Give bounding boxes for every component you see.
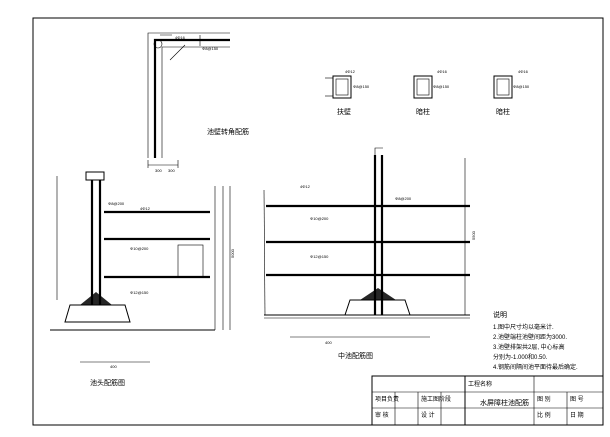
tb-cell: 审 核 — [375, 411, 389, 419]
drawing-name: 水屏障柱池配筋 — [480, 398, 529, 407]
rebar-label: 4Φ12 — [140, 206, 151, 211]
rebar-label: Φ8@200 — [395, 196, 412, 201]
section-name: 扶壁 — [337, 107, 351, 116]
pool-end-detail: 5000 400 Φ8@200 4Φ12 Φ10@200 Φ12@150 池头配… — [50, 171, 235, 387]
rebar-label: Φ10@200 — [310, 216, 329, 221]
dim-top-right: 300 — [168, 168, 175, 173]
column-sections: 4Φ12 Φ8@150 4Φ16 Φ8@150 4Φ16 Φ8@150 扶壁 暗… — [325, 69, 530, 116]
tb-right-label: 日 期 — [570, 411, 584, 419]
tb-right-label: 比 例 — [537, 411, 551, 419]
note-item: 3.池壁排架共2层, 中心标高 — [493, 343, 565, 351]
section-name: 暗柱 — [496, 107, 510, 116]
note-item: 2.池壁端柱池壁间距为3000. — [493, 333, 567, 341]
note-item: 分别为-1.000和0.50. — [493, 353, 548, 361]
corner-detail-caption: 池壁转角配筋 — [207, 127, 249, 136]
corner-detail: 300 300 池壁转角配筋 4Φ16 Φ8@150 — [147, 32, 249, 173]
rebar-label: Φ8@150 — [433, 84, 450, 89]
project-label: 工程名称 — [468, 380, 492, 388]
title-block: 工程名称 水屏障柱池配筋 项目负责 施工图阶段 审 核 设 计 图 别 图 号 … — [371, 375, 604, 426]
dim-foot-right: 400 — [325, 340, 332, 345]
tb-right-label: 图 别 — [537, 395, 551, 403]
rebar-label: Φ12@150 — [310, 254, 329, 259]
dim-pool-mid-height: 5500 — [471, 230, 476, 240]
rebar-label: 4Φ12 — [300, 184, 311, 189]
dim-pool-end-height: 5000 — [230, 248, 235, 258]
dim-top-left: 300 — [155, 168, 162, 173]
rebar-label: 4Φ16 — [518, 69, 529, 74]
pool-mid-caption: 中池配筋图 — [338, 351, 373, 360]
tb-cell: 施工图阶段 — [421, 395, 451, 403]
dim-foot-left: 400 — [110, 364, 117, 369]
note-item: 1.图中尺寸均以毫米计. — [493, 323, 554, 331]
notes: 说明 1.图中尺寸均以毫米计. 2.池壁端柱池壁间距为3000. 3.池壁排架共… — [493, 310, 578, 371]
rebar-label: Φ8@150 — [202, 46, 219, 51]
rebar-label: 4Φ16 — [175, 35, 186, 40]
rebar-label: 4Φ12 — [345, 69, 356, 74]
rebar-label: Φ10@200 — [130, 246, 149, 251]
section-name: 暗柱 — [416, 107, 430, 116]
notes-title: 说明 — [493, 310, 507, 319]
note-item: 4.钢筋间隔间池平面待最后确定. — [493, 363, 578, 371]
tb-cell: 项目负责 — [375, 395, 399, 403]
tb-right-label: 图 号 — [570, 396, 584, 403]
rebar-label: Φ8@150 — [513, 84, 530, 89]
rebar-label: Φ8@150 — [353, 84, 370, 89]
sheet-border — [32, 17, 604, 426]
rebar-label: 4Φ16 — [437, 69, 448, 74]
rebar-label: Φ8@200 — [108, 201, 125, 206]
tb-cell: 设 计 — [421, 411, 435, 419]
pool-end-caption: 池头配筋图 — [90, 378, 125, 387]
pool-mid-detail: 5500 400 4Φ12 Φ10@200 Φ12@150 Φ8@200 中池配… — [263, 147, 476, 360]
rebar-label: Φ12@150 — [130, 290, 149, 295]
